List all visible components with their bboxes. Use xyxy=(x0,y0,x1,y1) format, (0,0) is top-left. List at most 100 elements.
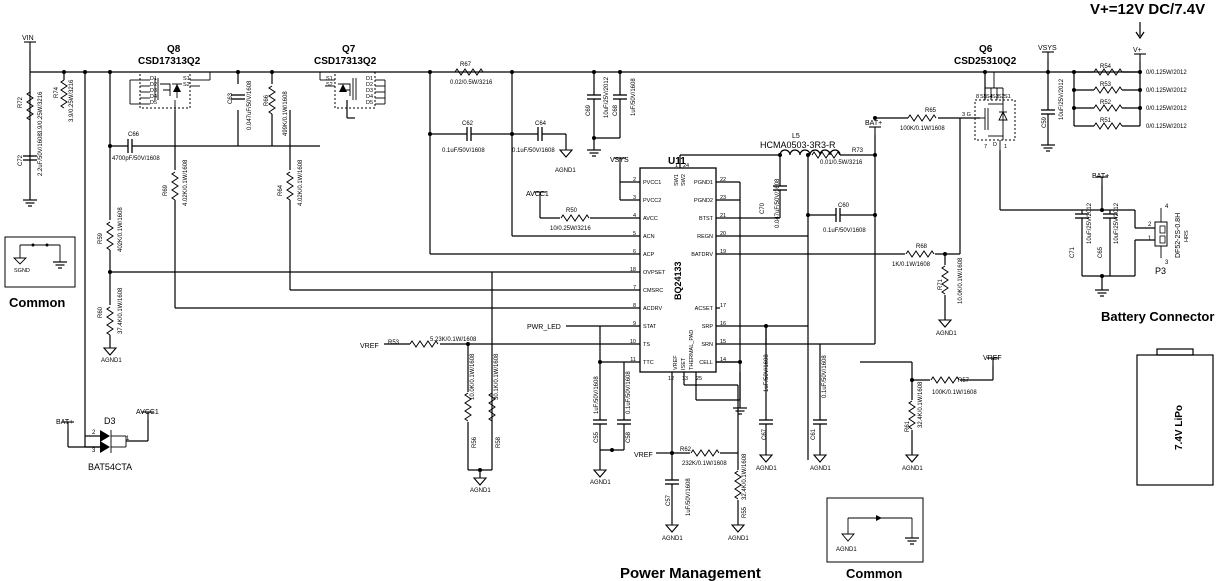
diode-d3: 2 3 1 D3 BAT54CTA xyxy=(88,416,132,472)
svg-text:R73: R73 xyxy=(852,148,864,154)
svg-text:R57: R57 xyxy=(958,378,970,384)
svg-text:BAT+: BAT+ xyxy=(865,120,882,127)
resistors xyxy=(26,68,1123,500)
svg-text:1uF/50V/1608: 1uF/50V/1608 xyxy=(686,478,692,516)
ic-pin-number-right: 21 xyxy=(720,213,726,219)
ic-pin-number-right: 17 xyxy=(720,303,726,309)
svg-text:R68: R68 xyxy=(916,244,928,250)
svg-text:R51: R51 xyxy=(1100,118,1112,124)
ic-pin-name-right: BATDRV xyxy=(691,252,713,258)
svg-text:R56: R56 xyxy=(472,436,478,448)
ic-part: BQ24133 xyxy=(673,261,683,300)
ic-pin-name-right: SRP xyxy=(702,324,714,330)
q6-part: CSD25310Q2 xyxy=(954,56,1017,67)
svg-text:C67: C67 xyxy=(762,428,768,440)
svg-text:VSYS: VSYS xyxy=(610,157,629,164)
ic-top-pin-name: SW2 xyxy=(681,174,687,186)
ic-bottom-pin-name: ISET xyxy=(681,357,687,370)
svg-text:32.4K/0.1W/1608: 32.4K/0.1W/1608 xyxy=(918,381,924,428)
component-labels: R72 3.9/0.25W/3216 R74 3.9/0.25W/3216 R6… xyxy=(18,62,1187,518)
svg-text:D5: D5 xyxy=(150,100,157,106)
ic-pin-name-left: TTC xyxy=(643,360,654,366)
svg-text:D3: D3 xyxy=(366,88,373,94)
ic-top-pin-number: 1 xyxy=(675,163,678,169)
svg-text:AGND1: AGND1 xyxy=(662,536,683,542)
svg-text:3: 3 xyxy=(1165,260,1169,266)
svg-text:AGND1: AGND1 xyxy=(590,480,611,486)
ic-pin-number-left: 9 xyxy=(633,321,636,327)
ic-pin-name-left: AVCC xyxy=(643,216,658,222)
ic-pin-number-left: 8 xyxy=(633,303,636,309)
svg-text:AVCC1: AVCC1 xyxy=(526,191,549,198)
battery-connector-title: Battery Connector xyxy=(1101,309,1214,324)
ic-pin-name-right: REGN xyxy=(697,234,713,240)
svg-text:4.02K/0.1W/1608: 4.02K/0.1W/1608 xyxy=(183,159,189,206)
svg-text:0.1uF/50V/1608: 0.1uF/50V/1608 xyxy=(823,228,866,234)
ic-pin-number-left: 10 xyxy=(630,339,636,345)
svg-text:C68: C68 xyxy=(613,104,619,116)
ic-bottom-pin-number: 25 xyxy=(696,376,702,382)
svg-text:VREF: VREF xyxy=(360,343,379,350)
svg-text:AGND1: AGND1 xyxy=(470,488,491,494)
ic-pin-number-right: 16 xyxy=(720,321,726,327)
svg-text:D5: D5 xyxy=(366,100,373,106)
ic-bottom-pin-name: THERMAL_PAD xyxy=(689,330,695,370)
svg-text:C60: C60 xyxy=(838,203,850,209)
wires xyxy=(29,50,1155,525)
supply-label: V+=12V DC/7.4V xyxy=(1090,1,1205,18)
svg-text:R53: R53 xyxy=(388,340,400,346)
svg-text:1: 1 xyxy=(1148,236,1152,242)
svg-text:R59: R59 xyxy=(98,232,104,244)
svg-text:0/0.125W/2012: 0/0.125W/2012 xyxy=(1146,88,1187,94)
svg-text:R72: R72 xyxy=(18,96,24,108)
svg-text:0.02/0.5W/3216: 0.02/0.5W/3216 xyxy=(450,80,493,86)
svg-text:C64: C64 xyxy=(535,121,547,127)
svg-text:AGND1: AGND1 xyxy=(756,466,777,472)
svg-text:S3: S3 xyxy=(992,94,999,100)
ic-pin-name-right: BTST xyxy=(699,216,714,222)
svg-text:BAT+: BAT+ xyxy=(1092,173,1109,180)
svg-text:S4: S4 xyxy=(986,94,993,100)
svg-text:D4: D4 xyxy=(150,94,157,100)
svg-text:R71: R71 xyxy=(938,278,944,290)
svg-text:3 G: 3 G xyxy=(962,112,971,118)
svg-text:AGND1: AGND1 xyxy=(936,331,957,337)
svg-text:R62: R62 xyxy=(680,447,692,453)
d3-ref: D3 xyxy=(104,416,116,426)
connector-p3: 4 2 1 3 P3 DF52-2S-0.8H HRS xyxy=(1148,204,1190,276)
svg-text:32.4K/0.1W/1608: 32.4K/0.1W/1608 xyxy=(742,453,748,500)
svg-text:R53: R53 xyxy=(1100,82,1112,88)
svg-text:0.1uF/50V/1608: 0.1uF/50V/1608 xyxy=(822,355,828,398)
ic-pin-name-left: PVCC1 xyxy=(643,180,661,186)
svg-text:0/0.125W/2012: 0/0.125W/2012 xyxy=(1146,124,1187,130)
q7-ref: Q7 xyxy=(342,44,356,55)
svg-text:10uF/25V/2012: 10uF/25V/2012 xyxy=(1114,202,1120,244)
svg-text:100K/0.1W/1608: 100K/0.1W/1608 xyxy=(900,126,945,132)
svg-text:30.1K/0.1W/1608: 30.1K/0.1W/1608 xyxy=(494,353,500,400)
svg-text:L5: L5 xyxy=(792,133,800,140)
svg-text:S2: S2 xyxy=(183,82,190,88)
svg-text:C57: C57 xyxy=(666,494,672,506)
svg-text:C66: C66 xyxy=(128,132,140,138)
common-bottom-label: Common xyxy=(846,566,902,581)
svg-text:AGND1: AGND1 xyxy=(101,358,122,364)
mosfet-q8: D1 D2 D3 D4 D5 S1 S2 Q8 CSD17313Q2 xyxy=(129,44,211,110)
svg-text:D: D xyxy=(993,142,997,148)
svg-text:7: 7 xyxy=(984,144,987,150)
svg-text:C65: C65 xyxy=(1098,246,1104,258)
svg-text:1: 1 xyxy=(126,436,130,442)
svg-text:D3: D3 xyxy=(150,88,157,94)
ic-pin-name-left: STAT xyxy=(643,324,657,330)
svg-text:4.02K/0.1W/1608: 4.02K/0.1W/1608 xyxy=(298,159,304,206)
ic-pin-name-left: ACDRV xyxy=(643,306,662,312)
mosfet-q7: D1 D2 D3 D4 D5 S1 S2 Q7 CSD17313Q2 xyxy=(314,44,386,109)
svg-text:PWR_LED: PWR_LED xyxy=(527,324,561,331)
svg-text:AGND1: AGND1 xyxy=(728,536,749,542)
svg-text:C70: C70 xyxy=(760,202,766,214)
ic-u11: U11 BQ24133 xyxy=(639,156,717,373)
svg-text:R55: R55 xyxy=(742,506,748,518)
svg-text:R54: R54 xyxy=(1100,64,1112,70)
net-labels: VIN AVCC1 VSYS BAT+ VSYS V+ BAT+ VREF BA… xyxy=(22,35,1142,542)
svg-text:402K/0.1W/1608: 402K/0.1W/1608 xyxy=(118,207,124,252)
svg-text:C69: C69 xyxy=(586,104,592,116)
